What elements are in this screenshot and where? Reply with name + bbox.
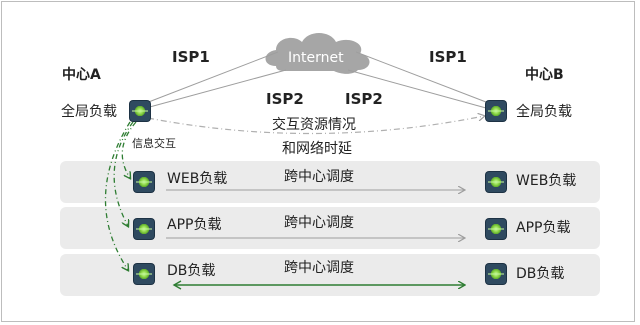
center-a-gslb-label: 全局负载 bbox=[61, 104, 117, 120]
app-lb-label-b: APP负载 bbox=[516, 220, 571, 236]
diagram-frame bbox=[1, 1, 635, 322]
app-cross-center-label: 跨中心调度 bbox=[284, 215, 354, 231]
isp1-label-right: ISP1 bbox=[429, 48, 467, 66]
db-lb-icon-b bbox=[486, 264, 506, 284]
center-a-gslb-icon bbox=[130, 101, 150, 121]
center-b-gslb-icon bbox=[486, 101, 506, 121]
isp1-link-a bbox=[145, 51, 279, 104]
isp1-link-b bbox=[355, 51, 487, 103]
center-b-gslb-label: 全局负载 bbox=[516, 104, 572, 120]
db-cross-center-line-start-arrow bbox=[172, 280, 182, 290]
app-lb-label-a: APP负载 bbox=[167, 217, 222, 233]
web-lb-label-a: WEB负载 bbox=[167, 171, 228, 187]
db-lb-label-a: DB负载 bbox=[167, 263, 216, 279]
app-lb-icon-b bbox=[486, 219, 506, 239]
internet-label: Internet bbox=[288, 50, 344, 66]
isp2-label-left: ISP2 bbox=[266, 90, 304, 108]
info-exchange-to-db bbox=[104, 121, 131, 270]
isp2-label-right: ISP2 bbox=[345, 90, 383, 108]
app-lb-icon-a bbox=[134, 219, 154, 239]
isp1-label-left: ISP1 bbox=[172, 48, 210, 66]
exchange-note-line2: 和网络时延 bbox=[282, 141, 352, 157]
web-lb-label-b: WEB负载 bbox=[516, 173, 577, 189]
isp2-link-a bbox=[145, 69, 287, 109]
info-exchange-label: 信息交互 bbox=[132, 137, 176, 150]
web-lb-icon-a bbox=[134, 172, 154, 192]
db-lb-icon-a bbox=[134, 264, 154, 284]
gslb-exchange-arc bbox=[147, 116, 484, 135]
db-lb-label-b: DB负载 bbox=[516, 266, 565, 282]
web-cross-center-label: 跨中心调度 bbox=[284, 169, 354, 185]
center-b-title: 中心B bbox=[525, 67, 564, 83]
info-exchange-to-app bbox=[113, 121, 134, 226]
info-exchange-to-web bbox=[121, 121, 137, 178]
exchange-note-line1: 交互资源情况 bbox=[272, 117, 356, 133]
center-a-title: 中心A bbox=[62, 67, 101, 83]
internet-cloud-shape bbox=[265, 33, 370, 74]
db-cross-center-label: 跨中心调度 bbox=[284, 260, 354, 276]
isp2-link-b bbox=[347, 69, 487, 109]
web-lb-icon-b bbox=[486, 172, 506, 192]
